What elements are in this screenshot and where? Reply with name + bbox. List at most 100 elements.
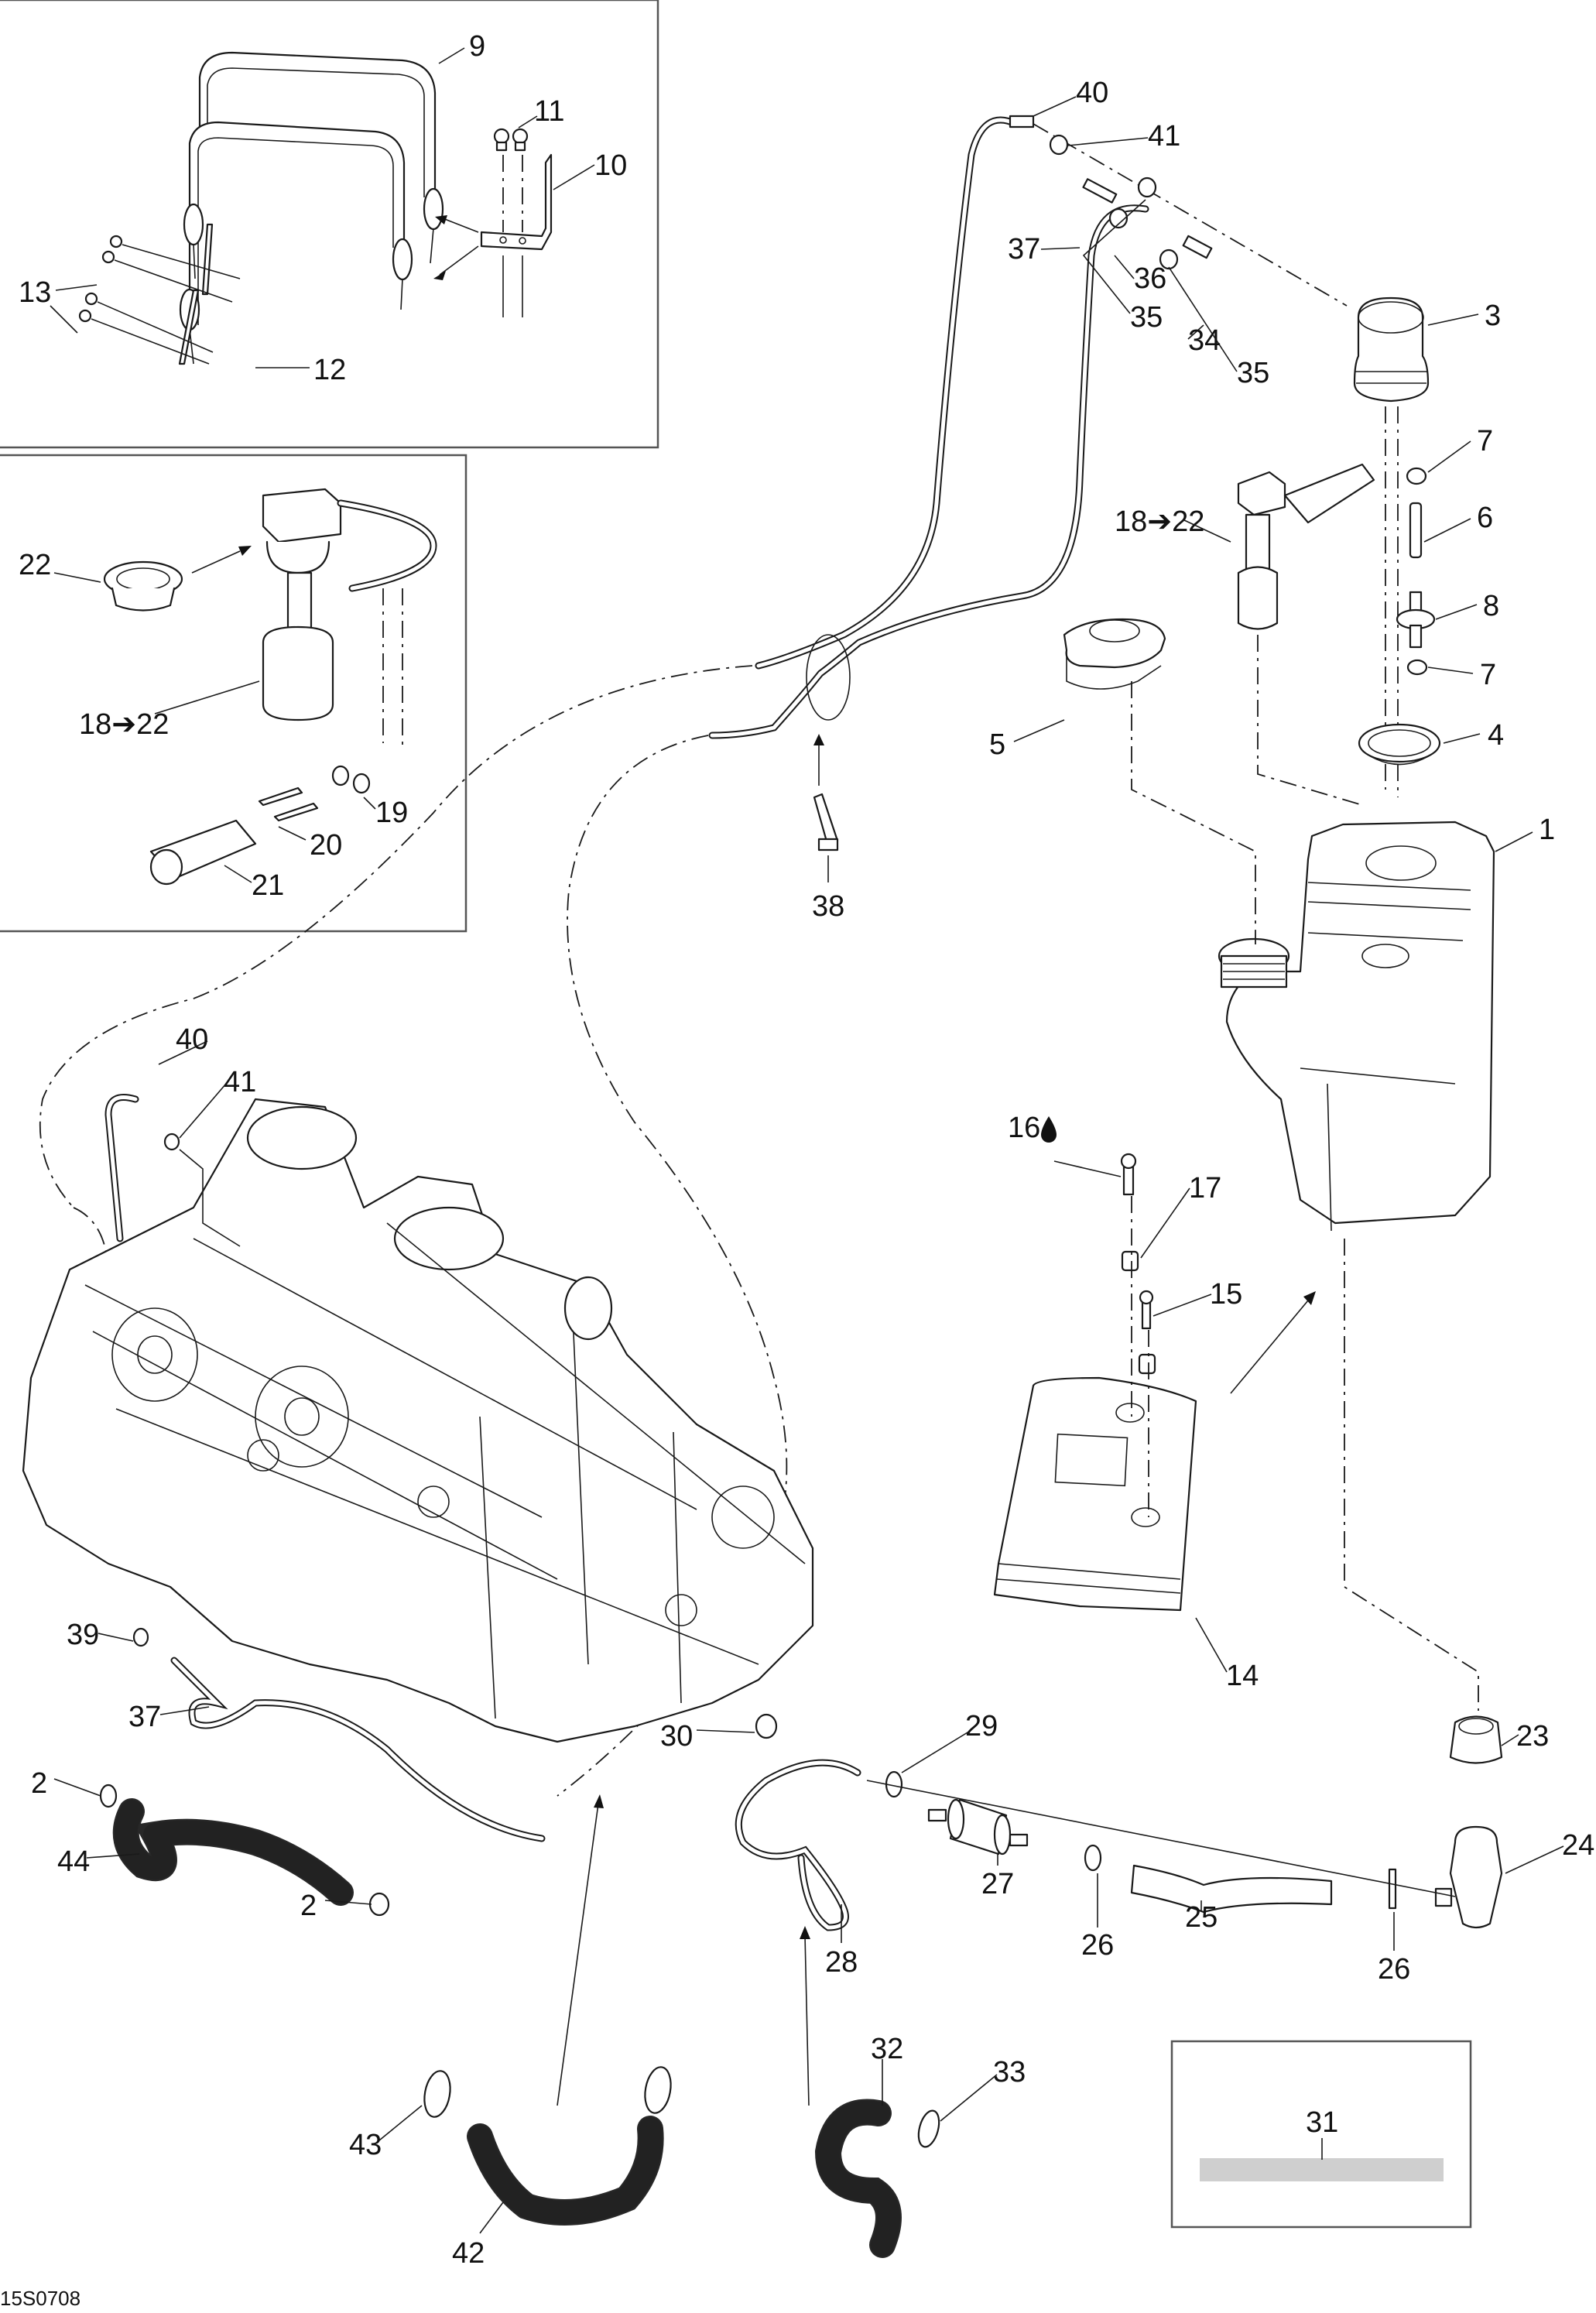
callout-5: 5 (989, 728, 1005, 761)
part-3-breather[interactable] (1353, 296, 1430, 403)
callout-37-top: 37 (1008, 233, 1040, 266)
part-30-clamp[interactable] (755, 1713, 778, 1739)
callout-34: 34 (1188, 324, 1221, 357)
part-2-clamp-b[interactable] (368, 1892, 390, 1917)
callout-35-b: 35 (1237, 357, 1269, 389)
callout-35-a: 35 (1130, 301, 1163, 334)
centerline-screws (1131, 1196, 1149, 1517)
callout-21: 21 (252, 869, 284, 902)
part-35-clamp-a[interactable] (1137, 176, 1157, 198)
part-43-clamp-b[interactable] (642, 2065, 674, 2116)
callout-2-a: 2 (31, 1767, 47, 1800)
part-5-filler-cap[interactable] (1063, 618, 1166, 690)
part-37-engine-hose[interactable] (170, 1657, 546, 1842)
part-32-corrugated-hose[interactable] (814, 2099, 902, 2258)
part-7-clamp-upper[interactable] (1406, 467, 1427, 485)
part-2-clamp-a[interactable] (99, 1784, 118, 1808)
callout-31: 31 (1306, 2106, 1338, 2139)
part-24-fitting[interactable] (1434, 1825, 1503, 1929)
callout-32: 32 (871, 2033, 903, 2065)
part-1-oil-tank[interactable] (1218, 821, 1495, 1232)
part-18-level-sensor[interactable] (262, 488, 437, 751)
part-8-check-valve[interactable] (1396, 591, 1436, 649)
callout-41-engine: 41 (224, 1066, 256, 1098)
part-13-rivets[interactable] (78, 235, 241, 365)
callout-7-lower: 7 (1480, 659, 1496, 691)
part-18-level-sensor-installed[interactable] (1237, 463, 1375, 806)
callout-40-top: 40 (1076, 77, 1108, 109)
arrowhead-42 (594, 1794, 604, 1808)
part-37-vent-hose[interactable] (708, 204, 1149, 739)
part-19-seals[interactable] (331, 765, 371, 794)
part-9-handle[interactable] (179, 51, 444, 365)
callout-2-b: 2 (300, 1890, 317, 1922)
part-25-hose[interactable] (1130, 1864, 1333, 1914)
part-27-oil-filter[interactable] (927, 1798, 1029, 1856)
part-38-clip[interactable] (813, 734, 839, 852)
centerline-vent (1033, 123, 1348, 307)
part-41-clamp[interactable] (1049, 134, 1069, 156)
arrow-32 (804, 1934, 810, 2106)
inset-box-handle (0, 0, 659, 449)
figure-id: 15S0708 (0, 2287, 80, 2310)
callout-11: 11 (534, 95, 564, 128)
callout-41-top: 41 (1148, 120, 1180, 152)
part-23-grommet[interactable] (1449, 1715, 1503, 1764)
callout-26-a: 26 (1081, 1929, 1114, 1962)
decal-placeholder (1200, 2158, 1444, 2181)
callout-30: 30 (660, 1720, 693, 1753)
part-40-vent-hose[interactable] (755, 115, 1035, 670)
leader-lines (50, 47, 1564, 2234)
part-35-clamp-c[interactable] (1159, 248, 1179, 270)
part-31-label-box[interactable] (1170, 2040, 1472, 2229)
part-16-screw[interactable] (1120, 1153, 1137, 1196)
part-10-bracket[interactable] (433, 153, 553, 317)
part-7-clamp-lower[interactable] (1406, 659, 1428, 676)
arrowhead-support (1303, 1291, 1316, 1305)
part-17-spacer[interactable] (1121, 1250, 1139, 1272)
part-34-hose[interactable] (1182, 235, 1213, 259)
callout-9: 9 (469, 30, 485, 63)
part-41-engine-clamp[interactable] (163, 1133, 241, 1247)
callout-4: 4 (1488, 719, 1504, 752)
callout-14: 14 (1226, 1660, 1259, 1692)
part-11-screws[interactable] (493, 128, 529, 152)
routing-line-outer (39, 665, 753, 1208)
part-33-clamp[interactable] (915, 2109, 943, 2150)
callout-29: 29 (965, 1710, 998, 1742)
arrow-support-to-tank (1230, 1300, 1309, 1394)
callout-33: 33 (993, 2056, 1026, 2089)
part-43-clamp[interactable] (421, 2069, 454, 2119)
part-26-clamp-b[interactable] (1388, 1868, 1397, 1910)
part-21-connector[interactable] (149, 819, 257, 886)
part-26-clamp-a[interactable] (1084, 1844, 1102, 1872)
callout-40-engine: 40 (176, 1023, 208, 1056)
part-28-hose[interactable] (735, 1759, 861, 1931)
part-14-support[interactable] (993, 1376, 1197, 1612)
callout-15: 15 (1210, 1278, 1242, 1311)
callout-23: 23 (1516, 1720, 1549, 1753)
part-39-seal[interactable] (132, 1627, 149, 1647)
part-4-grommet[interactable] (1358, 723, 1441, 766)
callout-44: 44 (57, 1845, 90, 1878)
part-35-clamp-b[interactable] (1108, 207, 1129, 229)
part-40-engine-vent-hose[interactable] (104, 1094, 139, 1242)
part-36-connector[interactable] (1082, 178, 1118, 204)
part-44-corrugated-hose[interactable] (112, 1798, 354, 1906)
callout-8: 8 (1483, 590, 1499, 622)
part-42-corrugated-hose[interactable] (467, 2116, 664, 2226)
callout-27: 27 (981, 1868, 1014, 1900)
part-6-fitting[interactable] (1409, 502, 1423, 559)
part-15-screw[interactable] (1139, 1290, 1154, 1330)
part-20-terminals[interactable] (258, 786, 319, 822)
callout-28: 28 (825, 1946, 858, 1979)
part-15-spacer[interactable] (1138, 1353, 1156, 1375)
callout-43: 43 (349, 2129, 382, 2161)
callout-10: 10 (594, 149, 627, 182)
callout-22: 22 (19, 549, 51, 581)
callout-17: 17 (1189, 1172, 1221, 1204)
part-22-grommet[interactable] (103, 546, 252, 612)
callout-37-engine: 37 (128, 1701, 161, 1733)
callout-7-upper: 7 (1477, 425, 1493, 457)
